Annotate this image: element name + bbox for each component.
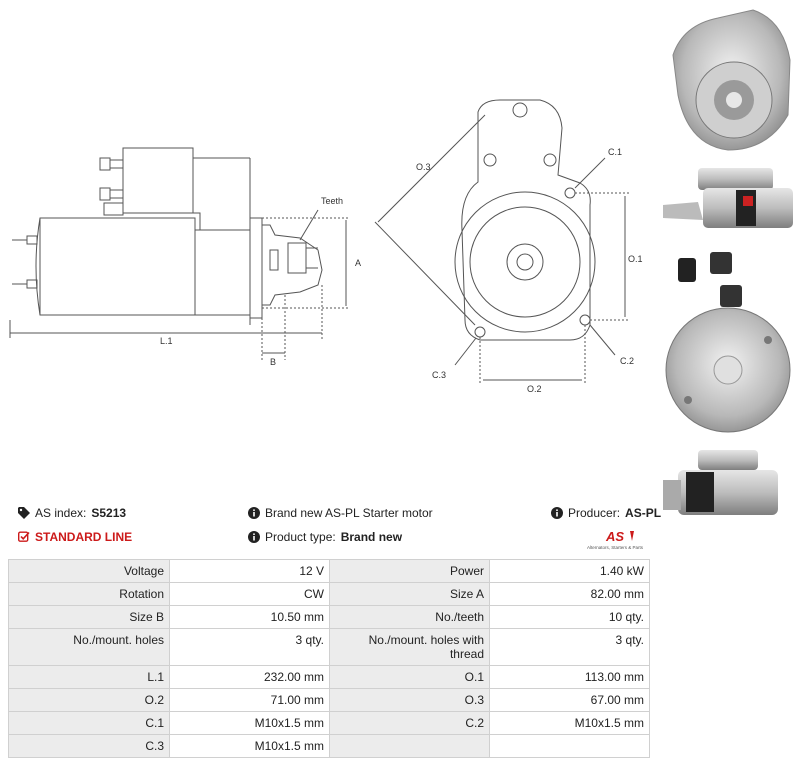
spec-label: Rotation	[8, 582, 170, 606]
spec-label: Size B	[8, 605, 170, 629]
spec-label: No./teeth	[329, 605, 490, 629]
spec-label: C.1	[8, 711, 170, 735]
photo-side	[663, 168, 793, 228]
info-icon	[248, 507, 260, 519]
spec-label: O.1	[329, 665, 490, 689]
photo-angle	[663, 450, 778, 515]
photo-rear	[665, 252, 791, 433]
spec-label: No./mount. holes with thread	[329, 628, 490, 666]
label-o1: O.1	[628, 254, 643, 264]
spec-label: O.2	[8, 688, 170, 712]
label-a: A	[355, 258, 361, 268]
spec-label	[329, 734, 490, 758]
spec-label: L.1	[8, 665, 170, 689]
spec-value: 3 qty.	[169, 628, 330, 666]
spec-value: 113.00 mm	[489, 665, 650, 689]
technical-drawing: Teeth A B L.1 O.3 C.1 O.1 C.2 C.3 O.2	[9, 99, 643, 394]
spec-value: 10.50 mm	[169, 605, 330, 629]
spec-label: No./mount. holes	[8, 628, 170, 666]
description-text: Brand new AS-PL Starter motor	[265, 506, 433, 520]
spec-value: 232.00 mm	[169, 665, 330, 689]
svg-text:AS: AS	[605, 529, 624, 544]
spec-value: M10x1.5 mm	[169, 711, 330, 735]
label-l1: L.1	[160, 336, 173, 346]
as-pl-logo: AS Alternators, Starters & Parts	[587, 529, 644, 550]
standard-line: STANDARD LINE	[18, 530, 132, 544]
info-icon	[248, 531, 260, 543]
label-b: B	[270, 357, 276, 367]
spec-value	[489, 734, 650, 758]
tag-icon	[18, 507, 30, 519]
front-view	[454, 99, 596, 341]
spec-label: C.2	[329, 711, 490, 735]
product-type-label: Product type:	[265, 530, 336, 544]
product-type-value: Brand new	[340, 530, 403, 544]
product-info: AS index: S5213 Brand new AS-PL Starter …	[0, 500, 800, 555]
spec-value: 82.00 mm	[489, 582, 650, 606]
spec-label: Power	[329, 559, 490, 583]
standard-line-text: STANDARD LINE	[35, 530, 133, 544]
photo-front	[672, 9, 791, 151]
spec-value: CW	[169, 582, 330, 606]
svg-text:Alternators, Starters & Parts: Alternators, Starters & Parts	[587, 545, 644, 550]
label-teeth: Teeth	[321, 196, 343, 206]
label-c3: C.3	[432, 370, 446, 380]
checkbox-check-icon	[18, 531, 30, 543]
label-o2: O.2	[527, 384, 542, 394]
as-index: AS index: S5213	[18, 506, 126, 520]
spec-label: C.3	[8, 734, 170, 758]
label-c2: C.2	[620, 356, 634, 366]
as-index-label: AS index:	[35, 506, 87, 520]
description: Brand new AS-PL Starter motor	[248, 506, 433, 520]
product-photos	[663, 9, 793, 515]
info-icon	[551, 507, 563, 519]
label-o3: O.3	[416, 162, 431, 172]
producer-value: AS-PL	[625, 506, 662, 520]
producer: Producer: AS-PL	[551, 506, 661, 520]
spec-value: 71.00 mm	[169, 688, 330, 712]
spec-label: Size A	[329, 582, 490, 606]
label-c1: C.1	[608, 147, 622, 157]
product-type: Product type: Brand new	[248, 530, 402, 544]
spec-value: 10 qty.	[489, 605, 650, 629]
spec-value: 67.00 mm	[489, 688, 650, 712]
spec-value: M10x1.5 mm	[169, 734, 330, 758]
producer-label: Producer:	[568, 506, 621, 520]
spec-label: Voltage	[8, 559, 170, 583]
as-index-value: S5213	[91, 506, 127, 520]
side-view	[12, 147, 323, 325]
spec-value: 1.40 kW	[489, 559, 650, 583]
spec-value: 12 V	[169, 559, 330, 583]
spec-label: O.3	[329, 688, 490, 712]
spec-value: 3 qty.	[489, 628, 650, 666]
spec-value: M10x1.5 mm	[489, 711, 650, 735]
